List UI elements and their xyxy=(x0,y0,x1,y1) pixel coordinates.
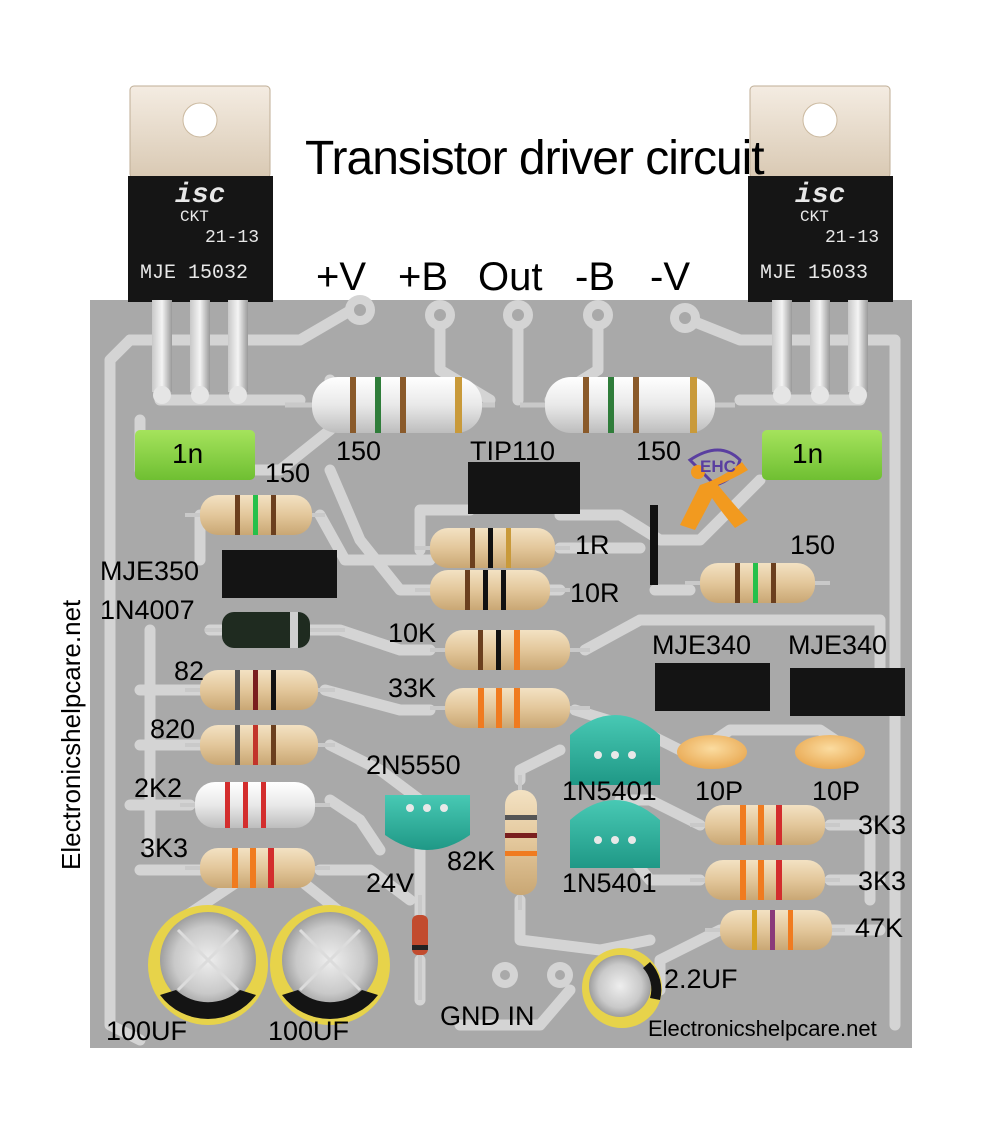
to92-1n5401-a xyxy=(570,715,660,785)
rail-label-pos-b: +B xyxy=(398,255,449,299)
label-res-150-top-left: 150 xyxy=(336,436,382,466)
resistor-1r xyxy=(415,528,570,568)
resistor-10k xyxy=(430,630,590,670)
ehc-logo-text: EHC xyxy=(700,457,736,476)
label-cap-100uf-a: 100UF xyxy=(106,1016,188,1046)
resistor-3k3-left xyxy=(185,848,330,888)
right-transistor-brand: isc xyxy=(795,180,846,211)
label-res-10r: 10R xyxy=(570,578,620,608)
resistor-3k3-right-1 xyxy=(690,805,840,845)
label-res-3k3-left: 3K3 xyxy=(140,833,189,863)
mje350-body xyxy=(222,550,337,598)
label-gnd-in: GND IN xyxy=(440,1001,535,1031)
resistor-150-right xyxy=(685,563,830,603)
label-res-1r: 1R xyxy=(575,530,610,560)
page-title: Transistor driver circuit xyxy=(305,132,765,185)
label-cap-2u2: 2.2UF xyxy=(664,964,738,994)
rail-label-neg-b: -B xyxy=(575,255,615,299)
electrolytic-100uf-a xyxy=(148,905,268,1025)
power-resistor-right xyxy=(520,377,735,433)
electrolytic-2u2 xyxy=(582,948,662,1028)
electrolytic-100uf-b xyxy=(270,905,390,1025)
watermark-bottom: Electronicshelpcare.net xyxy=(648,1016,877,1041)
resistor-10r xyxy=(415,570,570,610)
label-cap-1n-right: 1n xyxy=(792,438,824,469)
to92-2n5550 xyxy=(385,795,470,850)
label-res-150-top-right: 150 xyxy=(636,436,682,466)
left-transistor-brand: isc xyxy=(175,180,226,211)
power-transistor-right xyxy=(748,85,893,404)
label-res-10k: 10K xyxy=(388,618,437,648)
resistor-82k xyxy=(505,775,537,910)
mje340-b-body xyxy=(790,668,905,716)
resistor-82 xyxy=(185,670,335,710)
label-diode-1n5401-b: 1N5401 xyxy=(562,868,657,898)
resistor-150-left xyxy=(185,495,325,535)
right-transistor-code: 21-13 xyxy=(825,228,880,248)
label-res-47k: 47K xyxy=(855,913,904,943)
rail-label-pos-v: +V xyxy=(316,255,367,299)
tip110-body xyxy=(468,462,580,514)
diode-1n4007 xyxy=(205,612,345,648)
label-tip110: TIP110 xyxy=(470,436,556,466)
resistor-820 xyxy=(185,725,335,765)
label-res-820: 820 xyxy=(150,714,196,744)
resistor-3k3-right-2 xyxy=(690,860,840,900)
label-diode-1n4007: 1N4007 xyxy=(100,595,195,625)
zener-24v xyxy=(412,895,428,1000)
label-res-82k: 82K xyxy=(447,846,496,876)
label-res-150-left: 150 xyxy=(265,458,311,488)
film-cap-left xyxy=(135,430,255,480)
jumper-wire xyxy=(650,505,658,585)
left-transistor-sub: CKT xyxy=(180,208,209,226)
label-q-2n5550: 2N5550 xyxy=(366,750,461,780)
to92-1n5401-b xyxy=(570,800,660,868)
label-zener-24v: 24V xyxy=(366,868,415,898)
label-cap-10p-a: 10P xyxy=(695,776,744,806)
power-transistor-left xyxy=(128,85,273,404)
label-res-2k2: 2K2 xyxy=(134,773,183,803)
film-cap-right xyxy=(762,430,882,480)
label-res-3k3-r2: 3K3 xyxy=(858,866,907,896)
label-cap-100uf-b: 100UF xyxy=(268,1016,350,1046)
label-cap-10p-b: 10P xyxy=(812,776,861,806)
label-res-150-right: 150 xyxy=(790,530,836,560)
label-mje340-a: MJE340 xyxy=(652,630,752,660)
left-transistor-part: MJE 15032 xyxy=(140,262,249,285)
resistor-47k xyxy=(705,910,845,950)
ehc-logo-figure xyxy=(680,448,748,530)
label-mje340-b: MJE340 xyxy=(788,630,888,660)
label-diode-1n5401-a: 1N5401 xyxy=(562,776,657,806)
rail-label-out: Out xyxy=(478,255,543,299)
label-res-3k3-r1: 3K3 xyxy=(858,810,907,840)
left-transistor-code: 21-13 xyxy=(205,228,260,248)
ceramic-cap-10p-a xyxy=(677,735,747,769)
power-resistor-left xyxy=(285,377,495,433)
resistor-33k xyxy=(430,688,590,728)
right-transistor-sub: CKT xyxy=(800,208,829,226)
watermark-side: Electronicshelpcare.net xyxy=(56,599,86,870)
resistor-2k2 xyxy=(180,782,330,828)
mje340-a-body xyxy=(655,663,770,711)
rail-label-neg-v: -V xyxy=(650,255,690,299)
label-mje350: MJE350 xyxy=(100,556,200,586)
label-res-82: 82 xyxy=(174,656,205,686)
pcb-pads xyxy=(345,295,700,988)
ceramic-cap-10p-b xyxy=(795,735,865,769)
right-transistor-part: MJE 15033 xyxy=(760,262,869,285)
label-cap-1n-left: 1n xyxy=(172,438,204,469)
label-res-33k: 33K xyxy=(388,673,437,703)
